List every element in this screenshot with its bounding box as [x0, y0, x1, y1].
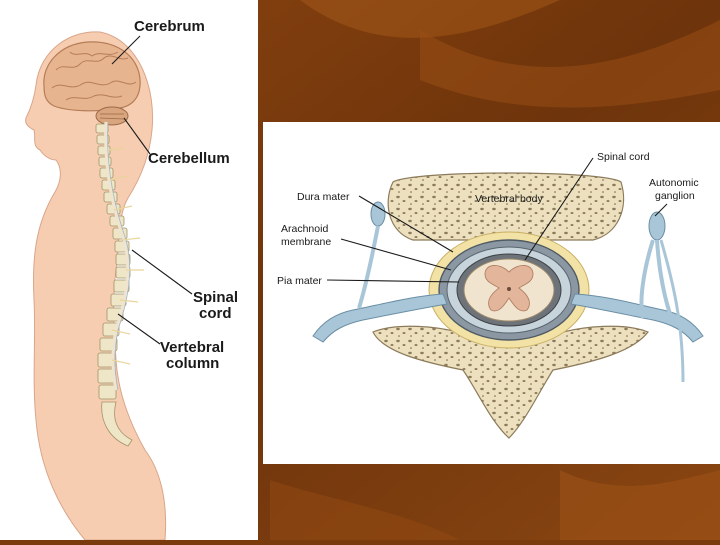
label-autonomic-ganglion-line2: ganglion: [655, 190, 695, 202]
spinal-cross-section-illustration: Spinal cord Autonomic ganglion Dura mate…: [263, 122, 720, 464]
vertebral-body-shape: [388, 173, 623, 240]
label-cerebrum: Cerebrum: [134, 18, 205, 35]
left-ganglion-shape: [371, 202, 385, 226]
label-spinal-cord: Spinal cord: [597, 151, 650, 163]
label-autonomic-ganglion-line1: Autonomic: [649, 177, 699, 189]
label-dura-mater: Dura mater: [297, 191, 350, 203]
label-vertebral-body: Vertebral body: [475, 193, 543, 205]
label-arachnoid-line2: membrane: [281, 236, 331, 248]
cross-section-panel: Spinal cord Autonomic ganglion Dura mate…: [263, 122, 720, 464]
label-arachnoid-line1: Arachnoid: [281, 223, 328, 235]
label-spinal-cord-line1: Spinal: [193, 289, 238, 306]
label-vertebral-column-line1: Vertebral: [160, 339, 224, 356]
right-ganglion-shape: [649, 212, 665, 240]
label-spinal-cord-line2: cord: [199, 305, 232, 322]
label-cerebellum: Cerebellum: [148, 150, 230, 167]
label-pia-mater: Pia mater: [277, 275, 322, 287]
cerebellum-shape: [96, 107, 128, 125]
body-figure-panel: Cerebrum Cerebellum Spinal cord Vertebra…: [0, 0, 258, 540]
body-figure-illustration: Cerebrum Cerebellum Spinal cord Vertebra…: [0, 0, 258, 540]
label-vertebral-column-line2: column: [166, 355, 219, 372]
